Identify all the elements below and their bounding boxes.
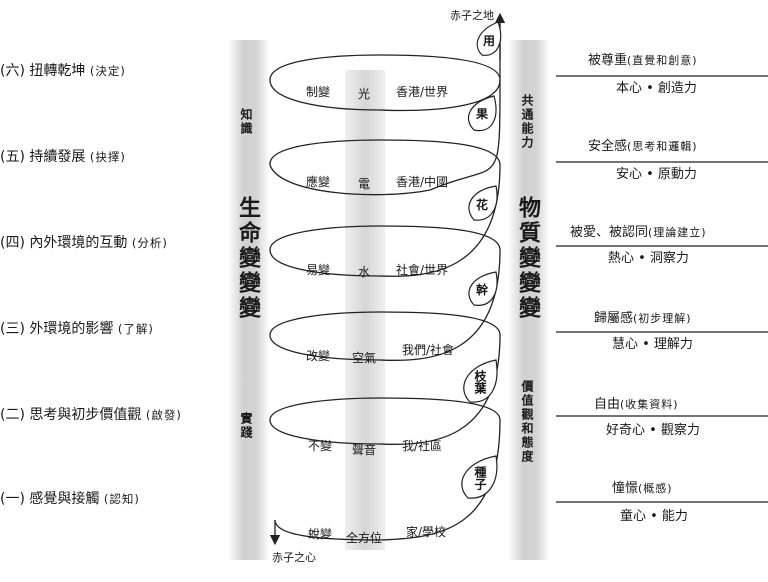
right-item-1-main: 憧憬: [612, 481, 639, 496]
right-item-6-top: 被尊重(直覺和創意): [588, 54, 698, 67]
right-item-4-main: 被愛、被認同: [570, 225, 649, 240]
center-band: [345, 70, 385, 550]
right-item-2-main: 自由: [594, 397, 621, 412]
level-6-note: (決定): [89, 64, 126, 78]
level-2-main: (二) 思考與初步價值觀: [0, 407, 142, 423]
right-table-lines: [556, 75, 768, 503]
right-item-2-note: (收集資料): [620, 398, 679, 411]
level-3: (三) 外環境的影響 (了解): [0, 322, 154, 336]
right-item-3-top: 歸屬感(初步理解): [594, 312, 692, 325]
right-item-1-note: (概感): [638, 482, 673, 495]
leaf-shape-4: [468, 271, 498, 306]
right-item-2-top: 自由(收集資料): [594, 398, 679, 411]
right-item-3-main: 歸屬感: [594, 311, 634, 326]
left-pillar-shape: [228, 40, 270, 560]
leaf-label-6: 種子: [473, 466, 487, 490]
loop-1-change: 蛻變: [308, 527, 333, 541]
right-item-3-bottom: 慧心 • 理解力: [612, 337, 693, 352]
level-6: (六) 扭轉乾坤 (決定): [0, 64, 126, 78]
bottom-caption: 赤子之心: [272, 551, 316, 564]
loop-6-scope: 香港/世界: [396, 85, 449, 99]
leaf-shape-2: [468, 95, 497, 132]
right-item-3-note: (初步理解): [633, 312, 692, 325]
leaf-label-4: 幹: [476, 283, 489, 297]
loop-3-scope: 我們/社會: [402, 343, 455, 357]
right-item-6-note: (直覺和創意): [627, 54, 698, 67]
left-pillar-top: 知識: [239, 108, 253, 136]
loop-4-change: 易變: [306, 263, 331, 277]
leaf-label-5: 枝葉: [473, 370, 487, 394]
loop-1-scope: 家/學校: [406, 525, 447, 539]
level-2-note: (啟發): [145, 408, 182, 422]
loop-2-element: 聲音: [352, 443, 377, 457]
loop-5-element: 電: [358, 177, 371, 191]
spiral: [269, 12, 506, 546]
leaf-label-2: 果: [476, 107, 489, 121]
level-5-main: (五) 持續發展: [0, 149, 86, 165]
loop-6-change: 制變: [306, 85, 331, 99]
left-pillar-title: 生命變變變: [235, 196, 260, 321]
leaf-label-3: 花: [476, 198, 489, 212]
right-item-5-main: 安全感: [588, 139, 628, 154]
loop-2-change: 不變: [308, 439, 333, 453]
level-4: (四) 內外環境的互動 (分析): [0, 236, 168, 250]
level-1-note: (認知): [103, 492, 140, 506]
level-1: (一) 感覺與接觸 (認知): [0, 492, 140, 506]
leaf-shape-6: [461, 455, 498, 499]
right-item-6-main: 被尊重: [588, 53, 628, 68]
left-pillar-bottom: 實踐: [239, 412, 253, 440]
leaf-shape-3: [468, 185, 498, 221]
right-item-4-note: (理論建立): [648, 226, 707, 239]
right-item-1-top: 憧憬(概感): [612, 482, 673, 495]
level-4-main: (四) 內外環境的互動: [0, 235, 128, 251]
top-caption: 赤子之地: [450, 9, 494, 22]
level-2: (二) 思考與初步價值觀 (啟發): [0, 408, 182, 422]
level-5-note: (抉擇): [89, 150, 126, 164]
leaves: [461, 21, 502, 499]
right-pillar-shape: [508, 40, 550, 560]
right-item-5-bottom: 安心 • 原動力: [616, 167, 697, 182]
leaf-shape-1: [476, 21, 502, 56]
right-item-6-bottom: 本心 • 創造力: [616, 81, 697, 96]
right-item-1-bottom: 童心 • 能力: [620, 509, 688, 524]
loop-5-scope: 香港/中國: [396, 175, 449, 189]
right-item-4-top: 被愛、被認同(理論建立): [570, 226, 707, 239]
loop-3-change: 改變: [306, 349, 331, 363]
loop-4-element: 水: [358, 265, 371, 279]
loop-4-scope: 社會/世界: [396, 263, 449, 277]
right-item-5-note: (思考和邏輯): [627, 140, 698, 153]
right-item-5-top: 安全感(思考和邏輯): [588, 140, 698, 153]
right-item-2-bottom: 好奇心 • 觀察力: [606, 423, 700, 438]
loop-6-element: 光: [358, 87, 371, 101]
right-pillar-bottom: 價值觀和態度: [520, 380, 534, 464]
loop-1-element: 全方位: [346, 531, 383, 545]
loop-5-change: 應變: [306, 175, 331, 189]
leaf-shape-5: [463, 359, 498, 403]
level-3-note: (了解): [117, 322, 154, 336]
level-4-note: (分析): [131, 236, 168, 250]
loop-2-scope: 我/社區: [402, 439, 443, 453]
level-1-main: (一) 感覺與接觸: [0, 491, 100, 507]
level-6-main: (六) 扭轉乾坤: [0, 63, 86, 79]
level-3-main: (三) 外環境的影響: [0, 321, 114, 337]
right-item-4-bottom: 熱心 • 洞察力: [608, 251, 689, 266]
right-pillar-title: 物質變變變: [515, 196, 540, 321]
right-pillar-top: 共通能力: [520, 94, 534, 150]
loop-3-element: 空氣: [352, 351, 377, 365]
leaf-label-1: 用: [483, 34, 496, 48]
level-5: (五) 持續發展 (抉擇): [0, 150, 126, 164]
